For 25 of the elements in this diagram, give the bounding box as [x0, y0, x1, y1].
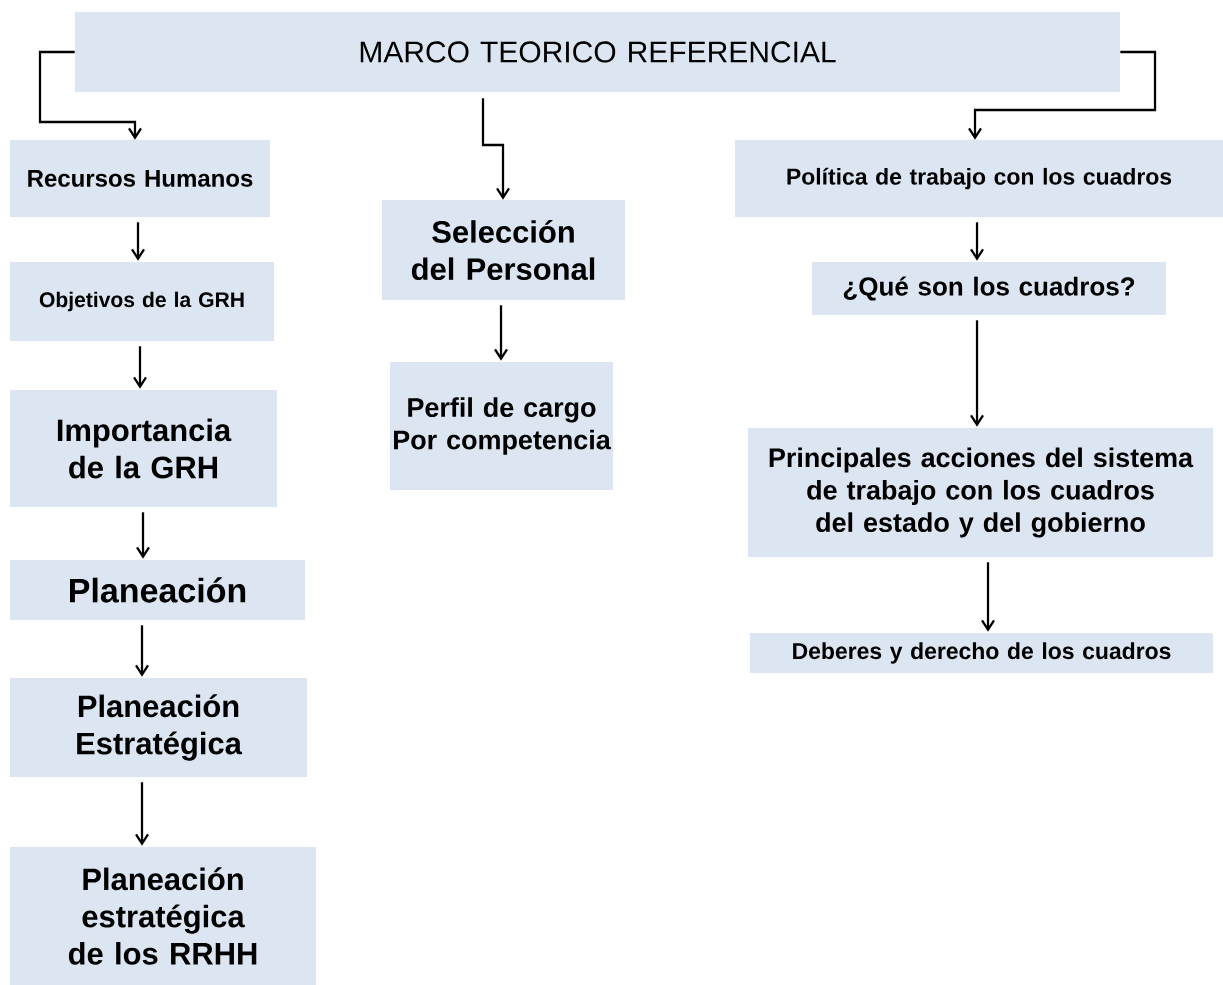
arrow: [131, 222, 145, 261]
text-box: Política de trabajo con los cuadros: [735, 139, 1223, 218]
text-box: ¿Qué son los cuadros?: [812, 261, 1166, 316]
arrow: [494, 305, 508, 361]
arrow: [135, 625, 149, 677]
text-box: Importancia de la GRH: [10, 389, 277, 508]
text-box: MARCO TEORICO REFERENCIAL: [74, 12, 1121, 92]
arrow: [133, 346, 147, 389]
arrow: [135, 782, 149, 846]
text-box: Objetivos de la GRH: [10, 262, 274, 341]
text-box: Deberes y derecho de los cuadros: [750, 633, 1213, 673]
arrow: [970, 320, 984, 427]
text-box: Planeación Estratégica: [9, 678, 308, 777]
arrow: [968, 50, 1157, 140]
text-box: Recursos Humanos: [10, 139, 270, 218]
text-box: Perfil de cargo Por competencia: [390, 362, 613, 490]
text-box: Planeación estratégica de los RRHH: [10, 847, 316, 985]
text-box: Principales acciones del sistema de trabajo con los cuadros del estado y del gobierno: [748, 427, 1214, 558]
arrow: [970, 222, 984, 261]
arrow: [981, 562, 995, 632]
arrow: [136, 512, 150, 559]
arrow: [481, 98, 510, 200]
text-box: Planeación: [10, 560, 305, 620]
text-box: Selección del Personal: [382, 200, 625, 300]
arrow: [38, 50, 142, 140]
